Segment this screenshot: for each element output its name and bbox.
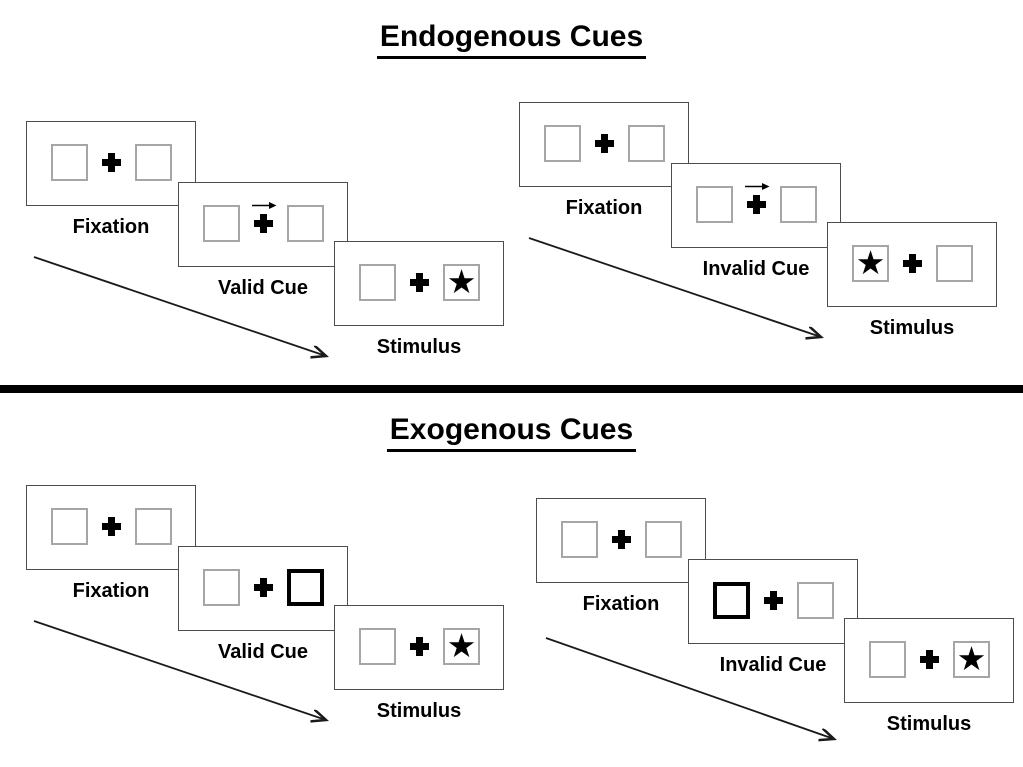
trial-frame: Valid Cue xyxy=(178,546,348,663)
left-target-box xyxy=(713,582,750,619)
fixation-cross-icon xyxy=(920,650,939,669)
panel-label: Stimulus xyxy=(869,317,955,339)
trial-frame: Invalid Cue xyxy=(671,163,841,280)
trial-frame: Valid Cue xyxy=(178,182,348,299)
cue-panel xyxy=(671,163,841,248)
stimulus-panel: ★ xyxy=(844,618,1014,703)
fixation-cross-icon xyxy=(102,517,121,536)
time-arrow-icon xyxy=(545,637,876,760)
right-target-box xyxy=(287,205,324,242)
right-target-box xyxy=(135,508,172,545)
left-target-box xyxy=(203,205,240,242)
right-target-box xyxy=(797,582,834,619)
fixation-cross-icon xyxy=(254,214,273,233)
panel-label: Stimulus xyxy=(886,713,972,735)
fixation-cross-icon xyxy=(612,530,631,549)
left-target-box xyxy=(561,521,598,558)
fixation-panel xyxy=(26,485,196,570)
fixation-cross-icon xyxy=(254,578,273,597)
panel-label: Fixation xyxy=(582,593,660,615)
fixation-panel xyxy=(519,102,689,187)
panel-label: Invalid Cue xyxy=(702,258,810,280)
trial-frame: ★ Stimulus xyxy=(827,222,997,339)
cue-panel xyxy=(178,182,348,267)
left-target-box xyxy=(359,264,396,301)
panel-label: Valid Cue xyxy=(217,641,309,663)
trial-frame: ★ Stimulus xyxy=(334,605,504,722)
fixation-cross-icon xyxy=(764,591,783,610)
time-arrow-icon xyxy=(33,620,366,747)
panel-label: Invalid Cue xyxy=(719,654,827,676)
cue-panel xyxy=(688,559,858,644)
trial-frame: Fixation xyxy=(26,485,196,602)
right-target-box xyxy=(287,569,324,606)
right-arrow-icon xyxy=(745,183,770,190)
right-target-box xyxy=(135,144,172,181)
right-target-box xyxy=(645,521,682,558)
panel-label: Fixation xyxy=(72,580,150,602)
trial-frame: Fixation xyxy=(519,102,689,219)
cue-panel xyxy=(178,546,348,631)
left-target-box xyxy=(544,125,581,162)
right-target-box: ★ xyxy=(443,628,480,665)
endogenous-title-text: Endogenous Cues xyxy=(376,20,647,59)
stimulus-panel: ★ xyxy=(334,241,504,326)
stimulus-panel: ★ xyxy=(827,222,997,307)
fixation-cross-icon xyxy=(595,134,614,153)
exogenous-title: Exogenous Cues xyxy=(0,413,1023,452)
right-target-box: ★ xyxy=(953,641,990,678)
sequence-exogenous-valid: Fixation Valid Cue ★ Stimulus xyxy=(26,485,521,747)
fixation-cross-icon xyxy=(410,637,429,656)
trial-frame: ★ Stimulus xyxy=(334,241,504,358)
time-arrow-icon xyxy=(528,237,859,364)
trial-frame: Fixation xyxy=(26,121,196,238)
stimulus-panel: ★ xyxy=(334,605,504,690)
section-divider xyxy=(0,385,1023,393)
left-target-box xyxy=(359,628,396,665)
trial-frame: ★ Stimulus xyxy=(844,618,1014,735)
star-icon: ★ xyxy=(446,262,477,301)
sequence-exogenous-invalid: Fixation Invalid Cue ★ Stimulus xyxy=(536,498,1023,760)
panel-label: Stimulus xyxy=(376,700,462,722)
panel-label: Stimulus xyxy=(376,336,462,358)
right-target-box: ★ xyxy=(443,264,480,301)
fixation-panel xyxy=(26,121,196,206)
exogenous-title-text: Exogenous Cues xyxy=(386,413,637,452)
left-target-box xyxy=(869,641,906,678)
panel-label: Valid Cue xyxy=(217,277,309,299)
trial-frame: Fixation xyxy=(536,498,706,615)
fixation-cross-icon xyxy=(903,254,922,273)
sequence-endogenous-invalid: Fixation Invalid Cue ★ Stimulus xyxy=(519,102,1014,364)
left-target-box xyxy=(203,569,240,606)
right-arrow-icon xyxy=(252,202,277,209)
endogenous-title: Endogenous Cues xyxy=(0,20,1023,59)
fixation-cross-icon xyxy=(102,153,121,172)
left-target-box xyxy=(51,144,88,181)
sequence-endogenous-valid: Fixation Valid Cue ★ Stimulus xyxy=(26,121,521,383)
star-icon: ★ xyxy=(446,626,477,665)
fixation-cross-icon xyxy=(410,273,429,292)
left-target-box xyxy=(51,508,88,545)
star-icon: ★ xyxy=(855,243,886,282)
right-target-box xyxy=(936,245,973,282)
star-icon: ★ xyxy=(956,639,987,678)
fixation-panel xyxy=(536,498,706,583)
right-target-box xyxy=(628,125,665,162)
left-target-box: ★ xyxy=(852,245,889,282)
fixation-cross-icon xyxy=(747,195,766,214)
time-arrow-icon xyxy=(33,256,366,383)
left-target-box xyxy=(696,186,733,223)
trial-frame: Invalid Cue xyxy=(688,559,858,676)
panel-label: Fixation xyxy=(565,197,643,219)
right-target-box xyxy=(780,186,817,223)
panel-label: Fixation xyxy=(72,216,150,238)
